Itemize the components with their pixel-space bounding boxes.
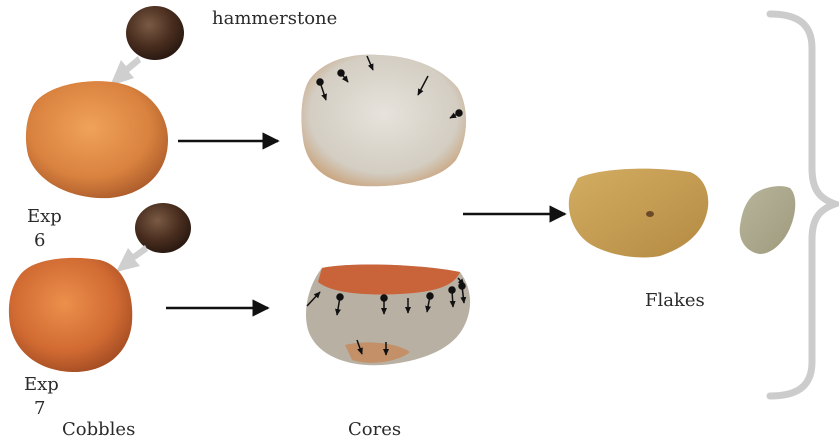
flake-large-spot xyxy=(646,211,654,217)
cobble-exp7 xyxy=(9,258,132,372)
cobble-exp6 xyxy=(26,81,168,198)
exp6-label-word: Exp xyxy=(27,206,62,228)
cobbles-label: Cobbles xyxy=(62,419,135,441)
hammerstone-label: hammerstone xyxy=(212,8,337,30)
flake-small xyxy=(740,186,796,254)
core-exp6 xyxy=(301,54,466,186)
flake-large xyxy=(569,169,708,258)
gray-arrow-top xyxy=(110,56,141,86)
hammerstone-top xyxy=(126,6,184,60)
cores-label: Cores xyxy=(348,419,401,441)
exp7-label-word: Exp xyxy=(24,374,59,396)
flakes-label: Flakes xyxy=(645,290,705,312)
exp6-label-number: 6 xyxy=(34,230,45,252)
gray-arrow-bottom xyxy=(116,245,148,272)
hammerstone-bottom xyxy=(135,203,191,253)
exp7-label-number: 7 xyxy=(34,398,45,420)
